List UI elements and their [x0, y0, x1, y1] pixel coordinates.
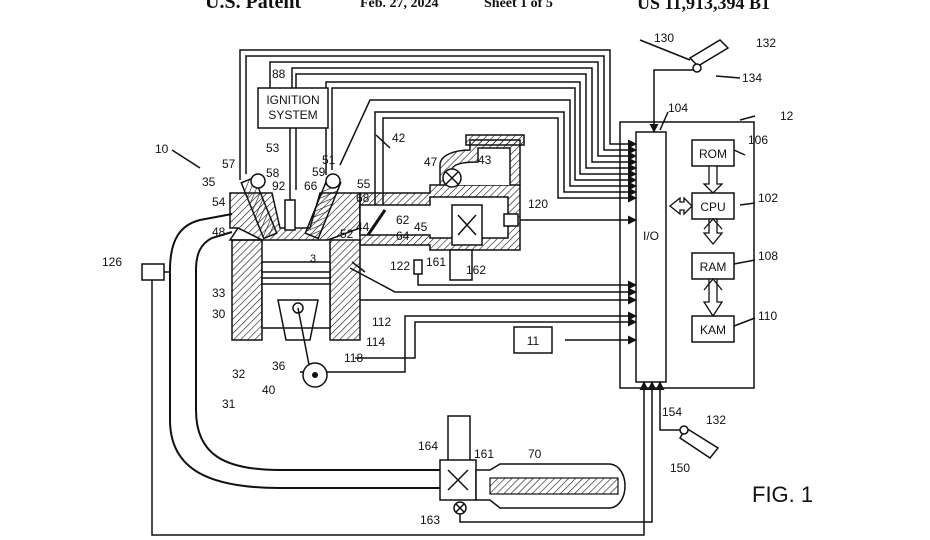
- ref-43: 43: [478, 153, 492, 167]
- ref-48: 48: [212, 225, 226, 239]
- ref-92: 92: [272, 179, 286, 193]
- ref-31: 31: [222, 397, 236, 411]
- exhaust-pipe: [141, 213, 440, 489]
- sheet-number: Sheet 1 of 5: [484, 0, 553, 11]
- kam-label: KAM: [700, 323, 726, 337]
- io-box: [635, 131, 667, 383]
- ref-52: 52: [340, 227, 354, 241]
- svg-text:3: 3: [310, 253, 316, 265]
- ref-122: 122: [390, 259, 410, 273]
- patent-date: Feb. 27, 2024: [360, 0, 439, 11]
- ref-70: 70: [528, 447, 542, 461]
- ref-150: 150: [670, 461, 690, 475]
- rom-label: ROM: [699, 147, 727, 161]
- ref-57: 57: [222, 157, 236, 171]
- ram-label: RAM: [700, 260, 727, 274]
- ref-163: 163: [420, 513, 440, 527]
- ref-59: 59: [312, 165, 326, 179]
- ref-35: 35: [202, 175, 216, 189]
- ref-161-upper: 161: [426, 255, 446, 269]
- ref-104: 104: [668, 101, 688, 115]
- ref-10: 10: [155, 142, 169, 156]
- ref-130: 130: [654, 31, 674, 45]
- ref-44: 44: [356, 220, 370, 234]
- ref-110: 110: [758, 309, 777, 323]
- ref-62: 62: [396, 213, 410, 227]
- ref-154: 154: [662, 405, 682, 419]
- ref-40: 40: [262, 383, 276, 397]
- sensor-11-label: 11: [527, 334, 540, 348]
- engine-head: [228, 173, 361, 241]
- pedal-150: [678, 425, 720, 460]
- ref-54: 54: [212, 195, 226, 209]
- ref-51: 51: [322, 153, 336, 167]
- ref-55: 55: [357, 177, 371, 191]
- ref-164: 164: [418, 439, 438, 453]
- bus-arrows: [668, 165, 724, 318]
- ref-114: 114: [366, 335, 385, 349]
- ref-132-top: 132: [756, 36, 776, 50]
- leader-lines: [171, 39, 756, 327]
- ref-88: 88: [272, 67, 286, 81]
- turbo-shaft-upper: [449, 249, 473, 281]
- sensor-11-box: [513, 326, 553, 354]
- ref-58: 58: [266, 166, 280, 180]
- cylinder-block: [231, 239, 361, 388]
- reference-numerals: 10 12 30 31 32 33 35 36 40 42 43 44 45 4…: [102, 31, 794, 527]
- ref-118: 118: [344, 351, 363, 365]
- pedal-130: [688, 39, 730, 73]
- ref-102: 102: [758, 191, 778, 205]
- cpu-label: CPU: [700, 200, 725, 214]
- ref-12: 12: [780, 109, 794, 123]
- air-intake: [439, 134, 525, 188]
- exhaust-aftertreatment: [439, 415, 626, 515]
- sensor-122: [413, 259, 423, 275]
- ref-68: 68: [356, 191, 370, 205]
- ref-47: 47: [424, 155, 438, 169]
- kam-box: [691, 315, 735, 343]
- ignition-system-box: [257, 87, 329, 129]
- ignition-line2: SYSTEM: [268, 108, 317, 122]
- ref-64: 64: [396, 229, 410, 243]
- ref-108: 108: [758, 249, 778, 263]
- patent-number: US 11,913,394 B1: [637, 0, 771, 13]
- ignition-line1: IGNITION: [266, 93, 319, 107]
- ref-120: 120: [528, 197, 548, 211]
- ref-134: 134: [742, 71, 762, 85]
- ref-53: 53: [266, 141, 280, 155]
- ref-162: 162: [466, 263, 486, 277]
- ref-45: 45: [414, 220, 428, 234]
- ref-36: 36: [272, 359, 286, 373]
- ref-161-lower: 161: [474, 447, 494, 461]
- intake-manifold: [359, 184, 521, 251]
- patent-title: U.S. Patent: [205, 0, 302, 13]
- ref-132-bottom: 132: [706, 413, 726, 427]
- figure-label: FIG. 1: [752, 482, 813, 507]
- ref-30: 30: [212, 307, 226, 321]
- ref-33: 33: [212, 286, 226, 300]
- ref-106: 106: [748, 133, 768, 147]
- ref-66: 66: [304, 179, 318, 193]
- ref-112: 112: [372, 315, 391, 329]
- signal-lines: [151, 49, 700, 536]
- ref-42: 42: [392, 131, 406, 145]
- io-label: I/O: [643, 229, 659, 243]
- ref-126: 126: [102, 255, 122, 269]
- ref-32: 32: [232, 367, 246, 381]
